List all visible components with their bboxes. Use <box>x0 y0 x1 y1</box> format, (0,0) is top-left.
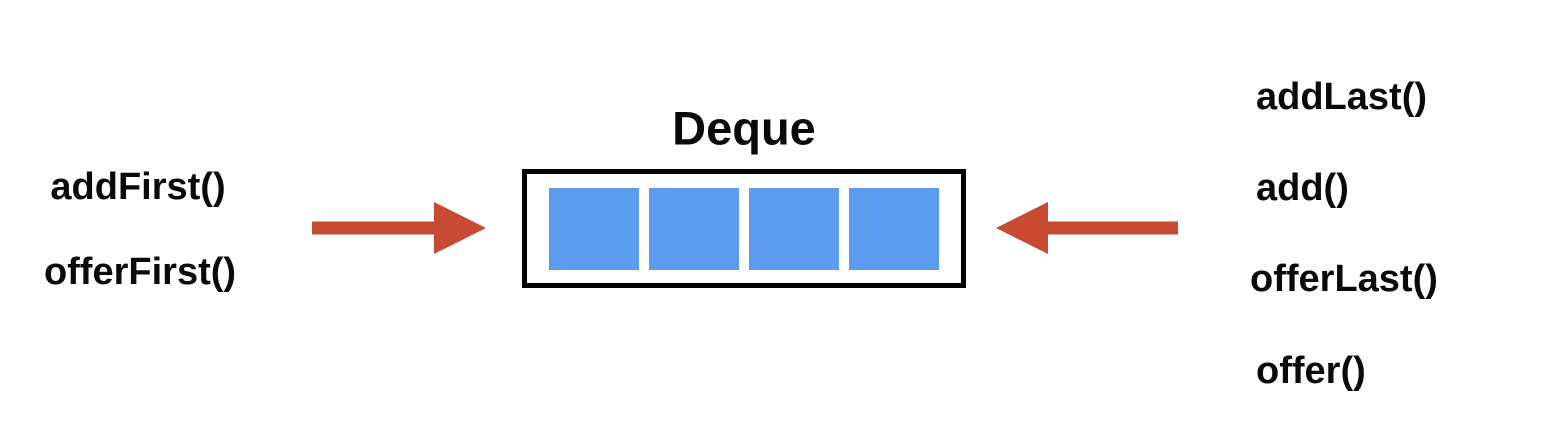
method-offerFirst: offerFirst() <box>43 251 237 293</box>
arrow-left-icon <box>996 202 1178 254</box>
deque-cell <box>649 187 739 270</box>
arrow-right-icon <box>312 202 486 254</box>
deque-cell <box>749 187 839 270</box>
deque-cell <box>849 187 939 270</box>
method-offer: offer() <box>1256 350 1366 392</box>
method-addFirst: addFirst() <box>50 166 226 208</box>
method-add: add() <box>1256 167 1349 209</box>
deque-cell <box>549 187 639 270</box>
method-addLast: addLast() <box>1256 76 1427 118</box>
deque-title: Deque <box>672 101 816 155</box>
deque-box <box>522 169 966 288</box>
method-offerLast: offerLast() <box>1250 258 1438 300</box>
